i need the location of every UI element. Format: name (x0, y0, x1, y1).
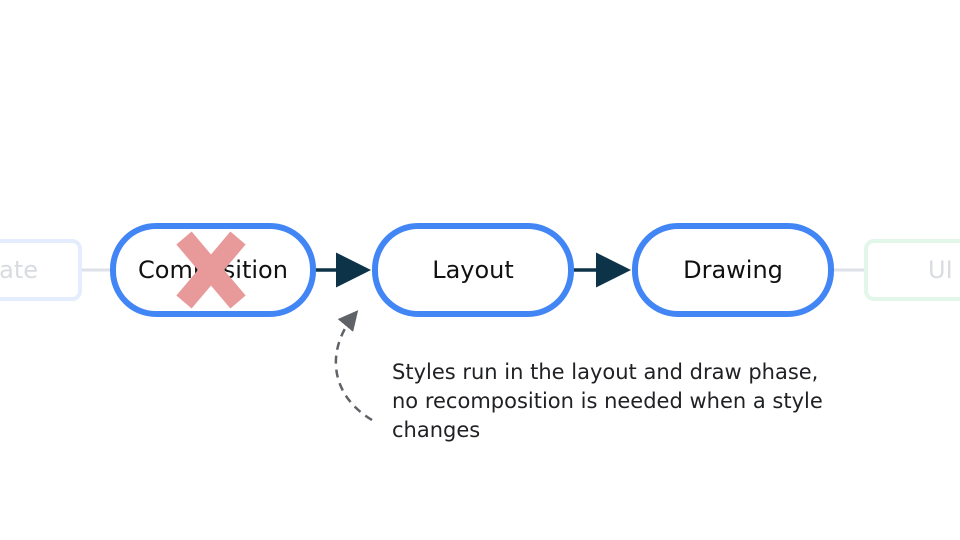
layout-node: Layout (372, 223, 574, 317)
drawing-node-label: Drawing (683, 256, 783, 284)
state-node-label: ate (0, 256, 38, 284)
note-line-1: Styles run in the layout and draw phase, (392, 360, 819, 384)
ui-node-label: UI (928, 256, 953, 284)
dashed-curved-arrow (334, 310, 373, 422)
cross-icon (176, 231, 246, 309)
note-line-3: changes (392, 418, 481, 442)
layout-node-label: Layout (432, 256, 514, 284)
state-node: ate (0, 239, 82, 301)
note-line-2: no recomposition is needed when a style (392, 389, 823, 413)
annotation-note: Styles run in the layout and draw phase,… (392, 358, 862, 445)
ui-node: UI (864, 239, 960, 301)
drawing-node: Drawing (632, 223, 834, 317)
